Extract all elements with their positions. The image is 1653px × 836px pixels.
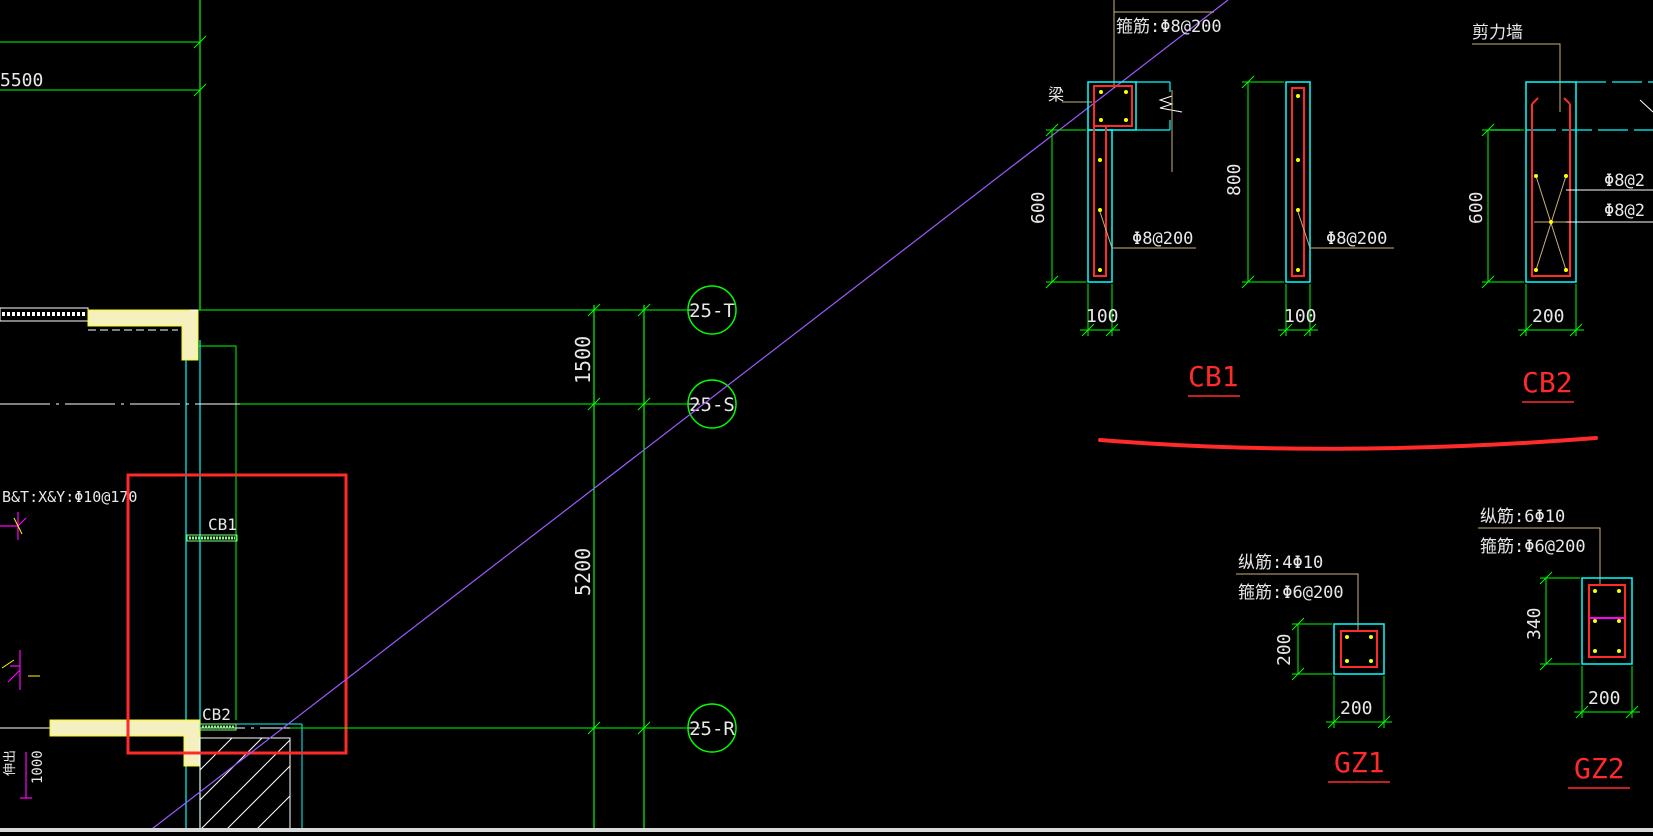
cb2-wall-label: 剪力墙	[1472, 23, 1523, 43]
axis-bubble-25-S[interactable]	[687, 379, 737, 429]
cb2-title: CB2	[1522, 366, 1573, 399]
yellow-wall-bottom	[49, 719, 201, 767]
axis-dim-5200: 5200	[571, 548, 595, 596]
cb1b-stirrup-side: Φ8@200	[1326, 229, 1387, 249]
axis-bubble-25-T-label: 25-T	[689, 300, 735, 322]
axis-bubble-25-S-label: 25-S	[689, 394, 735, 416]
cb2-stirrup-b: Φ8@2	[1604, 201, 1645, 221]
gz2-title: GZ2	[1574, 752, 1625, 785]
wall-reinforcement-note: B&T:X&Y:Φ10@170	[2, 488, 137, 506]
highlight-box	[126, 473, 348, 755]
axis-dim-1500: 1500	[571, 336, 595, 384]
cb1-detail: 箍筋:Φ8@200 梁 600 Φ8@200 100 CB1	[1028, 0, 1240, 397]
gz1-detail: 纵筋:4Φ10 箍筋:Φ6@200 200 200 GZ1	[1236, 553, 1392, 783]
vertical-dim-1000: 1000	[30, 750, 46, 784]
gz2-detail: 纵筋:6Φ10 箍筋:Φ6@200 340 200 GZ2	[1478, 507, 1640, 789]
gz1-stirrup: 箍筋:Φ6@200	[1238, 583, 1344, 603]
axis-bubble-25-R-label: 25-R	[689, 718, 735, 740]
gz2-stirrup: 箍筋:Φ6@200	[1480, 537, 1586, 557]
cb1-width-dim: 100	[1086, 306, 1119, 327]
gz2-width-dim: 200	[1588, 688, 1621, 709]
cb1b-detail: 800 Φ8@200 100	[1224, 75, 1394, 337]
cb2-stirrup-a: Φ8@2	[1604, 171, 1645, 191]
bottom-edge-bar	[0, 828, 1653, 832]
cb1-height-dim: 600	[1028, 191, 1049, 224]
cb1-beam-label: 梁	[1048, 85, 1064, 104]
cb1-stirrup-side: Φ8@200	[1132, 229, 1193, 249]
gz2-height-dim: 340	[1524, 607, 1545, 640]
cb1b-height-dim: 800	[1224, 163, 1245, 196]
cb1-stirrup-top: 箍筋:Φ8@200	[1116, 17, 1222, 37]
axis-group: 1500 5200 25-T 25-S 25-R	[198, 285, 737, 832]
gz1-long-bars: 纵筋:4Φ10	[1238, 553, 1323, 573]
cb2-tag: CB2	[202, 705, 231, 724]
extend-note: 伸出	[3, 750, 18, 776]
cb2-width-dim: 200	[1532, 306, 1565, 327]
cb2-height-dim: 600	[1466, 191, 1487, 224]
axis-bubble-25-R[interactable]	[687, 703, 737, 753]
gz2-long-bars: 纵筋:6Φ10	[1480, 507, 1565, 527]
cb1-tag: CB1	[208, 515, 237, 534]
gz1-title: GZ1	[1334, 746, 1385, 779]
yellow-wall-top	[87, 309, 199, 361]
axis-bubble-25-T[interactable]	[687, 285, 737, 335]
top-dimension-5500: 5500	[0, 70, 43, 91]
red-hand-underline	[1098, 436, 1598, 451]
cb2-detail: 剪力墙 600 Φ8@2 Φ8@2 200 CB2	[1466, 23, 1653, 403]
cb1b-width-dim: 100	[1284, 306, 1317, 327]
gz1-height-dim: 200	[1274, 633, 1295, 666]
cb1-title: CB1	[1188, 360, 1239, 393]
cb1-hatch	[186, 534, 238, 542]
cb2-hatch	[199, 723, 237, 731]
diagonal-guide-line	[147, 0, 1229, 833]
left-plan: 5500 B&T:X&Y:Φ10@170 CB1 CB2	[0, 0, 700, 833]
gz1-width-dim: 200	[1340, 698, 1373, 719]
